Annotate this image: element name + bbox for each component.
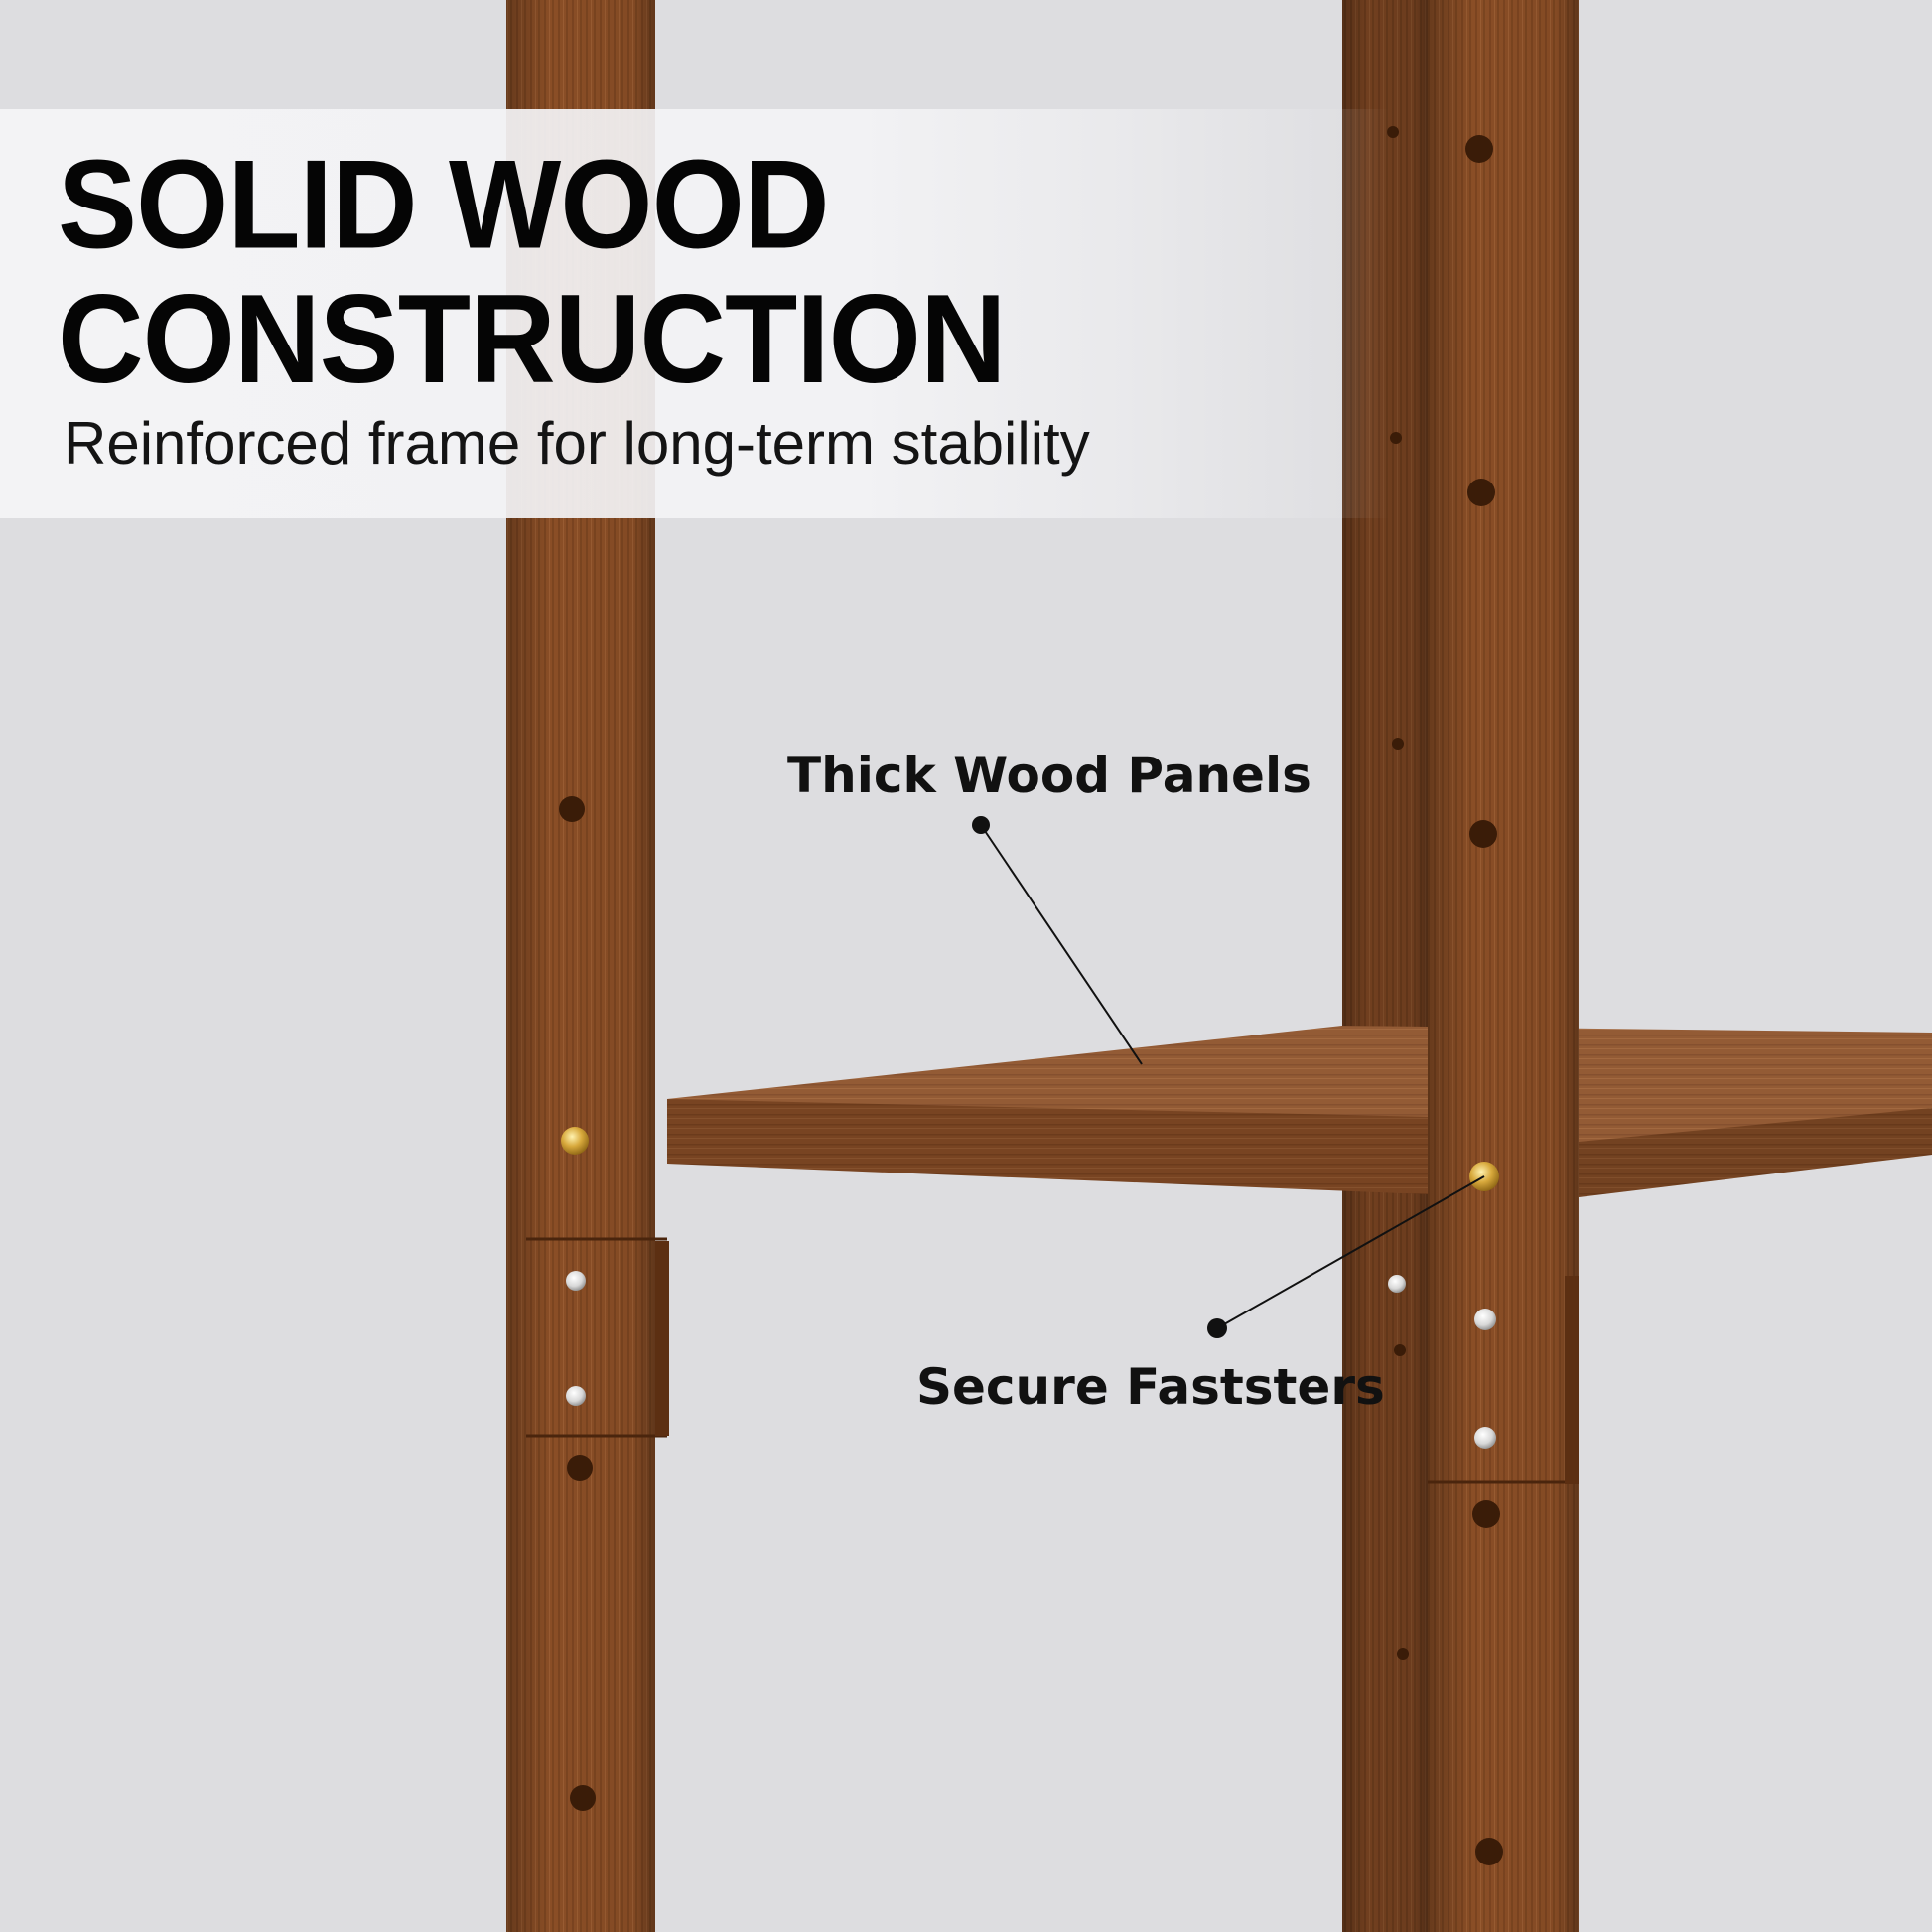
screw-head <box>1474 1309 1496 1330</box>
callout-dot <box>1207 1318 1227 1338</box>
subtitle: Reinforced frame for long-term stability <box>64 410 1090 477</box>
callout-dot <box>972 816 990 834</box>
screw-head <box>566 1386 586 1406</box>
callout-thick-wood-panels: Thick Wood Panels <box>787 747 1311 804</box>
headline-line-1: SOLID WOOD <box>58 133 830 275</box>
callout-secure-fasteners: Secure Faststers <box>916 1358 1385 1416</box>
screw-head <box>1388 1275 1406 1293</box>
shelf-panel <box>667 1026 1932 1197</box>
screw-head <box>1474 1427 1496 1449</box>
brass-cam-lock <box>561 1127 589 1155</box>
right-post <box>1428 0 1579 1932</box>
screw-head <box>566 1271 586 1291</box>
callout-lines <box>972 816 1485 1338</box>
headline: SOLID WOOD CONSTRUCTION <box>58 133 1007 410</box>
header-banner <box>0 109 1390 518</box>
headline-line-2: CONSTRUCTION <box>58 268 1007 410</box>
